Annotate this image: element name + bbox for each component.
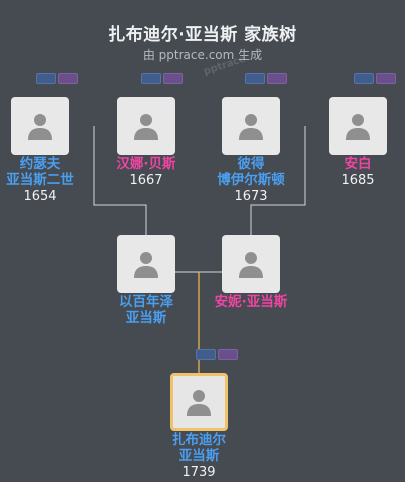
tag-group-p3[interactable] bbox=[245, 73, 287, 84]
person-card-p1[interactable] bbox=[11, 97, 69, 155]
tag-group-p2[interactable] bbox=[141, 73, 183, 84]
blue-tag-icon[interactable] bbox=[196, 349, 216, 360]
person-silhouette-icon bbox=[187, 390, 211, 416]
person-card-father[interactable] bbox=[117, 235, 175, 293]
name-line: 博伊尔斯顿 bbox=[217, 172, 285, 188]
purple-tag-icon[interactable] bbox=[376, 73, 396, 84]
person-year-p4: 1685 bbox=[341, 173, 375, 188]
person-name-self[interactable]: 扎布迪尔 亚当斯 bbox=[154, 432, 244, 464]
person-name-p4[interactable]: 安白 bbox=[323, 156, 393, 172]
blue-tag-icon[interactable] bbox=[36, 73, 56, 84]
person-silhouette-icon bbox=[28, 114, 52, 140]
purple-tag-icon[interactable] bbox=[218, 349, 238, 360]
person-card-mother[interactable] bbox=[222, 235, 280, 293]
tag-group-self[interactable] bbox=[196, 349, 238, 360]
blue-tag-icon[interactable] bbox=[354, 73, 374, 84]
person-silhouette-icon bbox=[134, 252, 158, 278]
name-line: 安妮·亚当斯 bbox=[214, 294, 288, 310]
purple-tag-icon[interactable] bbox=[267, 73, 287, 84]
person-silhouette-icon bbox=[134, 114, 158, 140]
connector-right-couple bbox=[250, 126, 306, 235]
tag-group-p1[interactable] bbox=[36, 73, 78, 84]
person-name-mother[interactable]: 安妮·亚当斯 bbox=[201, 294, 301, 310]
person-card-self[interactable] bbox=[170, 373, 228, 431]
name-line: 汉娜·贝斯 bbox=[116, 156, 176, 172]
person-year-p1: 1654 bbox=[23, 189, 57, 204]
name-line: 彼得 bbox=[237, 156, 265, 172]
name-line: 安白 bbox=[344, 156, 372, 172]
blue-tag-icon[interactable] bbox=[245, 73, 265, 84]
page-title: 扎布迪尔·亚当斯 家族树 bbox=[108, 25, 297, 45]
purple-tag-icon[interactable] bbox=[163, 73, 183, 84]
person-card-p4[interactable] bbox=[329, 97, 387, 155]
purple-tag-icon[interactable] bbox=[58, 73, 78, 84]
person-silhouette-icon bbox=[239, 114, 263, 140]
person-card-p3[interactable] bbox=[222, 97, 280, 155]
blue-tag-icon[interactable] bbox=[141, 73, 161, 84]
person-name-father[interactable]: 以百年泽 亚当斯 bbox=[101, 294, 191, 326]
name-line: 以百年泽 bbox=[119, 294, 173, 310]
tag-group-p4[interactable] bbox=[354, 73, 396, 84]
name-line: 扎布迪尔 bbox=[172, 432, 226, 448]
page-subtitle: 由 pptrace.com 生成 bbox=[142, 48, 263, 62]
name-line: 亚当斯 bbox=[125, 310, 167, 326]
person-name-p1[interactable]: 约瑟夫 亚当斯二世 bbox=[0, 156, 85, 188]
person-name-p3[interactable]: 彼得 博伊尔斯顿 bbox=[206, 156, 296, 188]
person-card-p2[interactable] bbox=[117, 97, 175, 155]
name-line: 约瑟夫 bbox=[19, 156, 61, 172]
name-line: 亚当斯二世 bbox=[6, 172, 74, 188]
person-year-self: 1739 bbox=[182, 465, 216, 480]
person-name-p2[interactable]: 汉娜·贝斯 bbox=[101, 156, 191, 172]
person-year-p3: 1673 bbox=[234, 189, 268, 204]
name-line: 亚当斯 bbox=[178, 448, 220, 464]
person-year-p2: 1667 bbox=[129, 173, 163, 188]
connector-left-couple bbox=[93, 126, 147, 235]
person-silhouette-icon bbox=[346, 114, 370, 140]
person-silhouette-icon bbox=[239, 252, 263, 278]
